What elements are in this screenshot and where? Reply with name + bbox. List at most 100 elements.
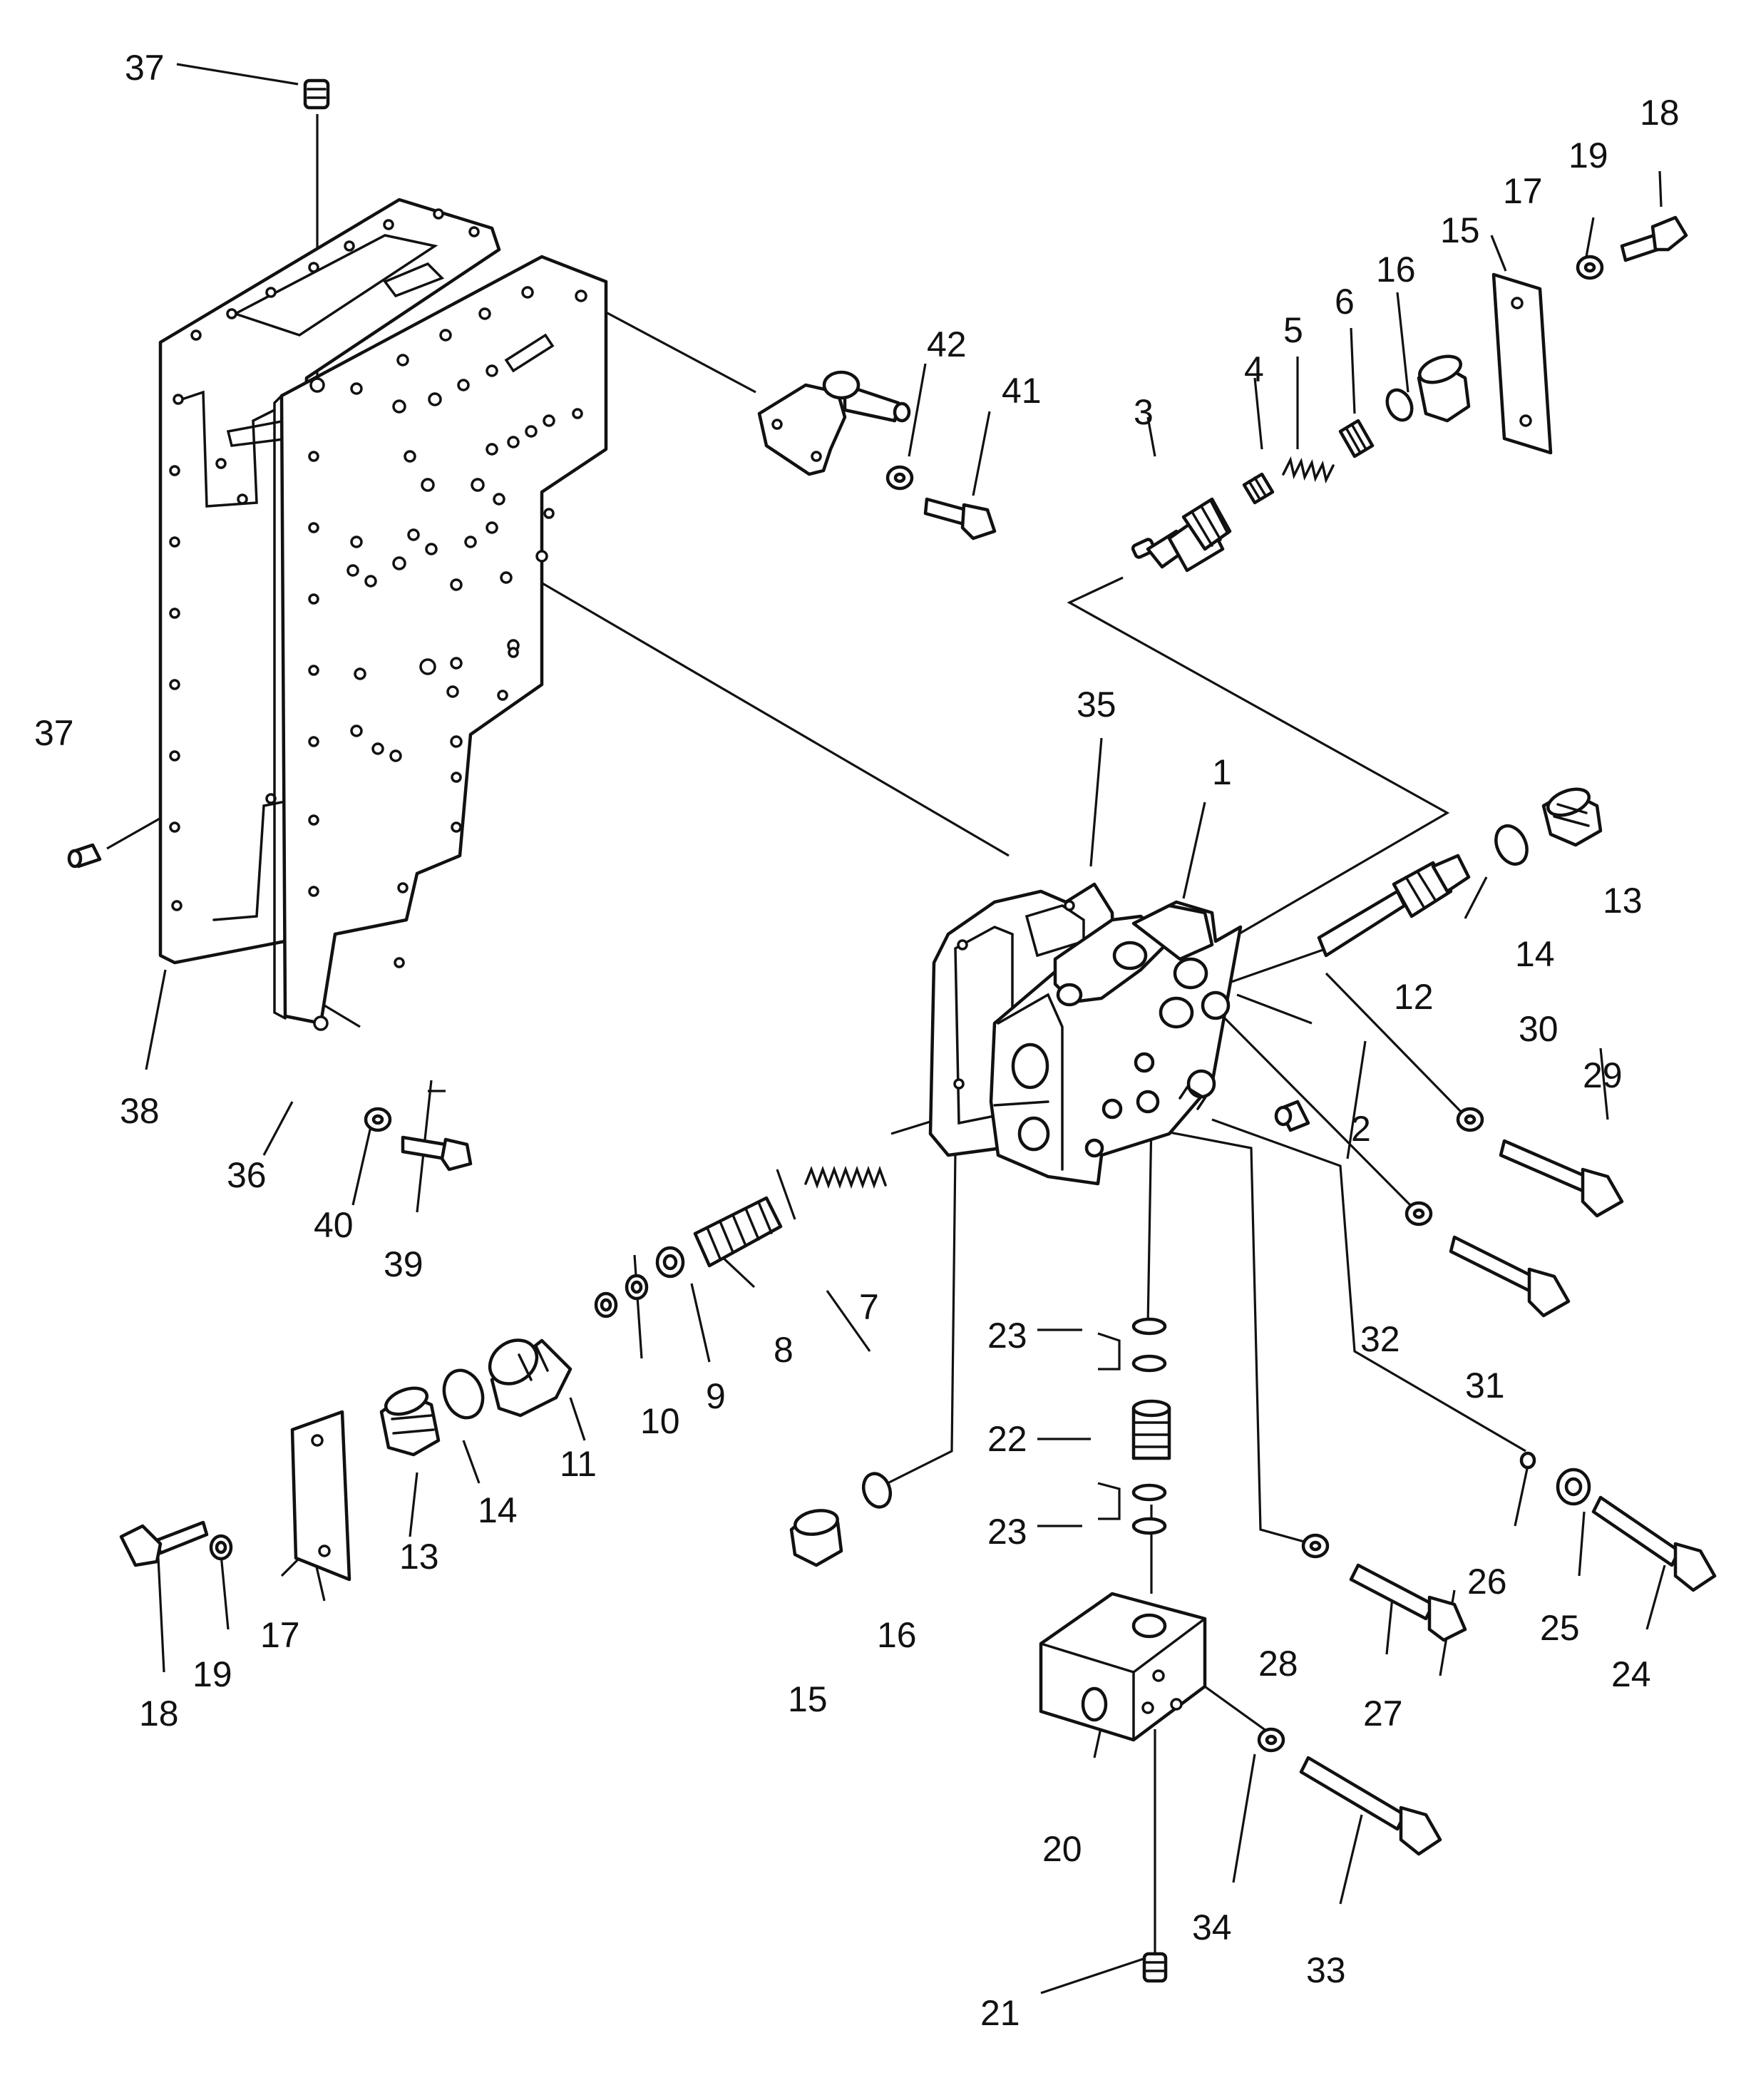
- spring-7: [804, 1165, 887, 1189]
- callout-16-lower: 16: [877, 1615, 917, 1655]
- callout-26: 26: [1467, 1562, 1507, 1602]
- plug-37-side: [67, 843, 102, 869]
- plug-21: [1142, 1952, 1168, 1983]
- callout-22: 22: [987, 1419, 1027, 1459]
- orings-23-lower: [1131, 1483, 1167, 1535]
- cover-17-left: [290, 1410, 351, 1582]
- callout-2: 2: [1351, 1109, 1371, 1149]
- washer-9: [655, 1246, 685, 1279]
- oring-14-right: [1494, 824, 1529, 866]
- plug-15-upper: [1417, 354, 1471, 423]
- collar-25: [1556, 1468, 1591, 1506]
- plug-37-top: [303, 78, 330, 110]
- callout-33: 33: [1306, 1950, 1346, 1990]
- gasket-38: [158, 198, 501, 965]
- callout-3: 3: [1134, 392, 1154, 432]
- spring-5: [1282, 456, 1335, 484]
- spacer-6: [1338, 419, 1375, 459]
- callout-36: 36: [227, 1155, 267, 1195]
- washer-19-left: [209, 1534, 233, 1561]
- callout-41: 41: [1002, 371, 1042, 411]
- callout-1: 1: [1212, 752, 1232, 792]
- washer-19-upper: [1576, 255, 1604, 280]
- leader-lines: [106, 63, 1666, 1994]
- callout-6: 6: [1335, 282, 1355, 322]
- callout-28: 28: [1258, 1644, 1298, 1684]
- plug-15-lower: [789, 1509, 843, 1567]
- callout-5: 5: [1283, 310, 1303, 350]
- block-20: [1039, 1592, 1207, 1742]
- spool-12: [1317, 854, 1471, 958]
- orings-23-upper: [1131, 1317, 1167, 1373]
- callout-37-top: 37: [125, 48, 165, 88]
- plug-13-left: [379, 1386, 441, 1457]
- callout-7: 7: [859, 1287, 879, 1327]
- plate-36: [273, 255, 608, 1031]
- callout-32: 32: [1360, 1319, 1400, 1359]
- lever-bracket: [757, 370, 911, 476]
- washer-28: [1301, 1533, 1330, 1559]
- callout-34: 34: [1192, 1907, 1232, 1947]
- callout-40: 40: [314, 1205, 354, 1245]
- callout-21: 21: [980, 1993, 1020, 2033]
- spool-11: [488, 1338, 572, 1418]
- valve-body-1: [989, 900, 1243, 1186]
- callout-19-upper: 19: [1568, 135, 1608, 175]
- callout-20: 20: [1042, 1829, 1082, 1869]
- callout-42: 42: [927, 324, 967, 364]
- callout-30: 30: [1519, 1009, 1558, 1049]
- callout-24: 24: [1611, 1654, 1651, 1694]
- callout-23-lower: 23: [987, 1512, 1027, 1552]
- spring-4: [1242, 472, 1275, 505]
- oring-16-upper: [1385, 388, 1414, 422]
- bolt-31: [1449, 1235, 1571, 1318]
- plug-13-right: [1541, 787, 1603, 847]
- callout-14-left: 14: [478, 1490, 518, 1530]
- washer-34: [1257, 1727, 1285, 1753]
- callout-16-upper: 16: [1376, 250, 1416, 290]
- callout-39: 39: [384, 1244, 423, 1284]
- plug-2: [1274, 1100, 1310, 1132]
- bolt-33: [1299, 1756, 1442, 1856]
- bolt-41: [923, 497, 997, 541]
- callout-12: 12: [1394, 977, 1434, 1017]
- callout-10: 10: [640, 1401, 680, 1441]
- callout-25: 25: [1540, 1608, 1580, 1648]
- callout-15-lower: 15: [788, 1679, 828, 1719]
- bolt-27: [1349, 1563, 1467, 1642]
- callout-29: 29: [1583, 1055, 1623, 1095]
- callout-8: 8: [774, 1330, 794, 1370]
- callout-37-side: 37: [34, 713, 74, 753]
- oring-16-lower: [861, 1472, 893, 1509]
- callout-19-left: 19: [192, 1654, 232, 1694]
- callout-15-upper: 15: [1440, 210, 1480, 250]
- washer-26: [1519, 1451, 1536, 1470]
- callout-38: 38: [120, 1091, 160, 1131]
- callout-4: 4: [1244, 349, 1264, 389]
- spool-3: [1131, 497, 1232, 573]
- oring-14-left: [442, 1368, 485, 1420]
- cover-17-upper: [1491, 272, 1553, 455]
- callout-31: 31: [1465, 1366, 1505, 1405]
- callout-13-right: 13: [1603, 881, 1643, 921]
- washer-32: [1404, 1201, 1433, 1226]
- bolt-24: [1591, 1495, 1717, 1592]
- bolt-29: [1499, 1139, 1624, 1218]
- callout-23-upper: 23: [987, 1316, 1027, 1356]
- callout-14-right: 14: [1515, 934, 1555, 974]
- callout-27: 27: [1363, 1694, 1403, 1733]
- callout-18-left: 18: [139, 1694, 179, 1733]
- washers-10: [594, 1274, 649, 1318]
- sleeve-22: [1131, 1399, 1171, 1460]
- callout-13-left: 13: [399, 1537, 439, 1577]
- callout-labels: 37 37 38 36 40 39 42 41 3 4 5 6 16 15 17…: [34, 48, 1680, 2033]
- washer-30: [1456, 1107, 1484, 1132]
- bolt-39: [401, 1135, 473, 1172]
- spring-8: [693, 1196, 783, 1268]
- washer-40: [364, 1107, 392, 1132]
- bolt-18-left: [119, 1520, 209, 1567]
- callout-18-upper: 18: [1640, 93, 1680, 133]
- callout-9: 9: [706, 1376, 726, 1416]
- callout-17-left: 17: [260, 1615, 300, 1655]
